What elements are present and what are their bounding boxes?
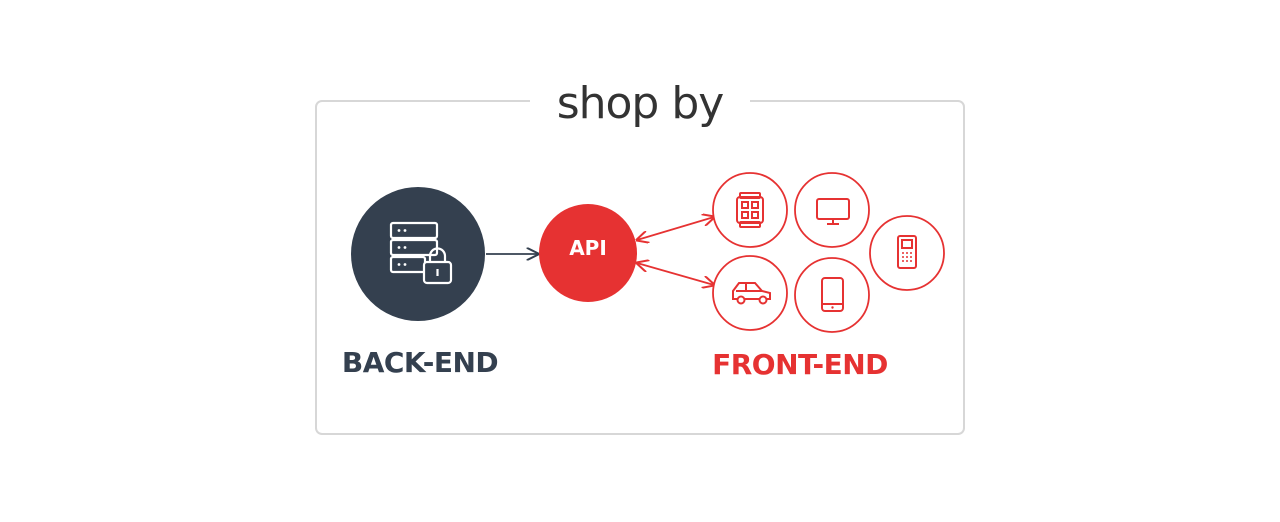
brand-logo: shop by <box>530 78 750 130</box>
device-car <box>712 255 788 331</box>
smartwatch-icon <box>736 192 764 228</box>
car-icon <box>732 282 771 305</box>
api-lower-arrow <box>637 263 714 285</box>
feature-phone-icon <box>897 235 917 269</box>
monitor-icon <box>816 198 850 225</box>
device-monitor <box>794 172 870 248</box>
device-smartwatch <box>712 172 788 248</box>
device-smartphone <box>794 257 870 333</box>
backend-node <box>351 187 485 321</box>
backend-label: BACK-END <box>341 346 499 379</box>
api-upper-arrow <box>637 217 714 240</box>
smartphone-icon <box>821 277 844 312</box>
frontend-label: FRONT-END <box>712 348 888 381</box>
server-lock-icon <box>389 221 453 285</box>
api-label: API <box>569 236 607 260</box>
api-node <box>539 204 637 302</box>
device-feature-phone <box>869 215 945 291</box>
